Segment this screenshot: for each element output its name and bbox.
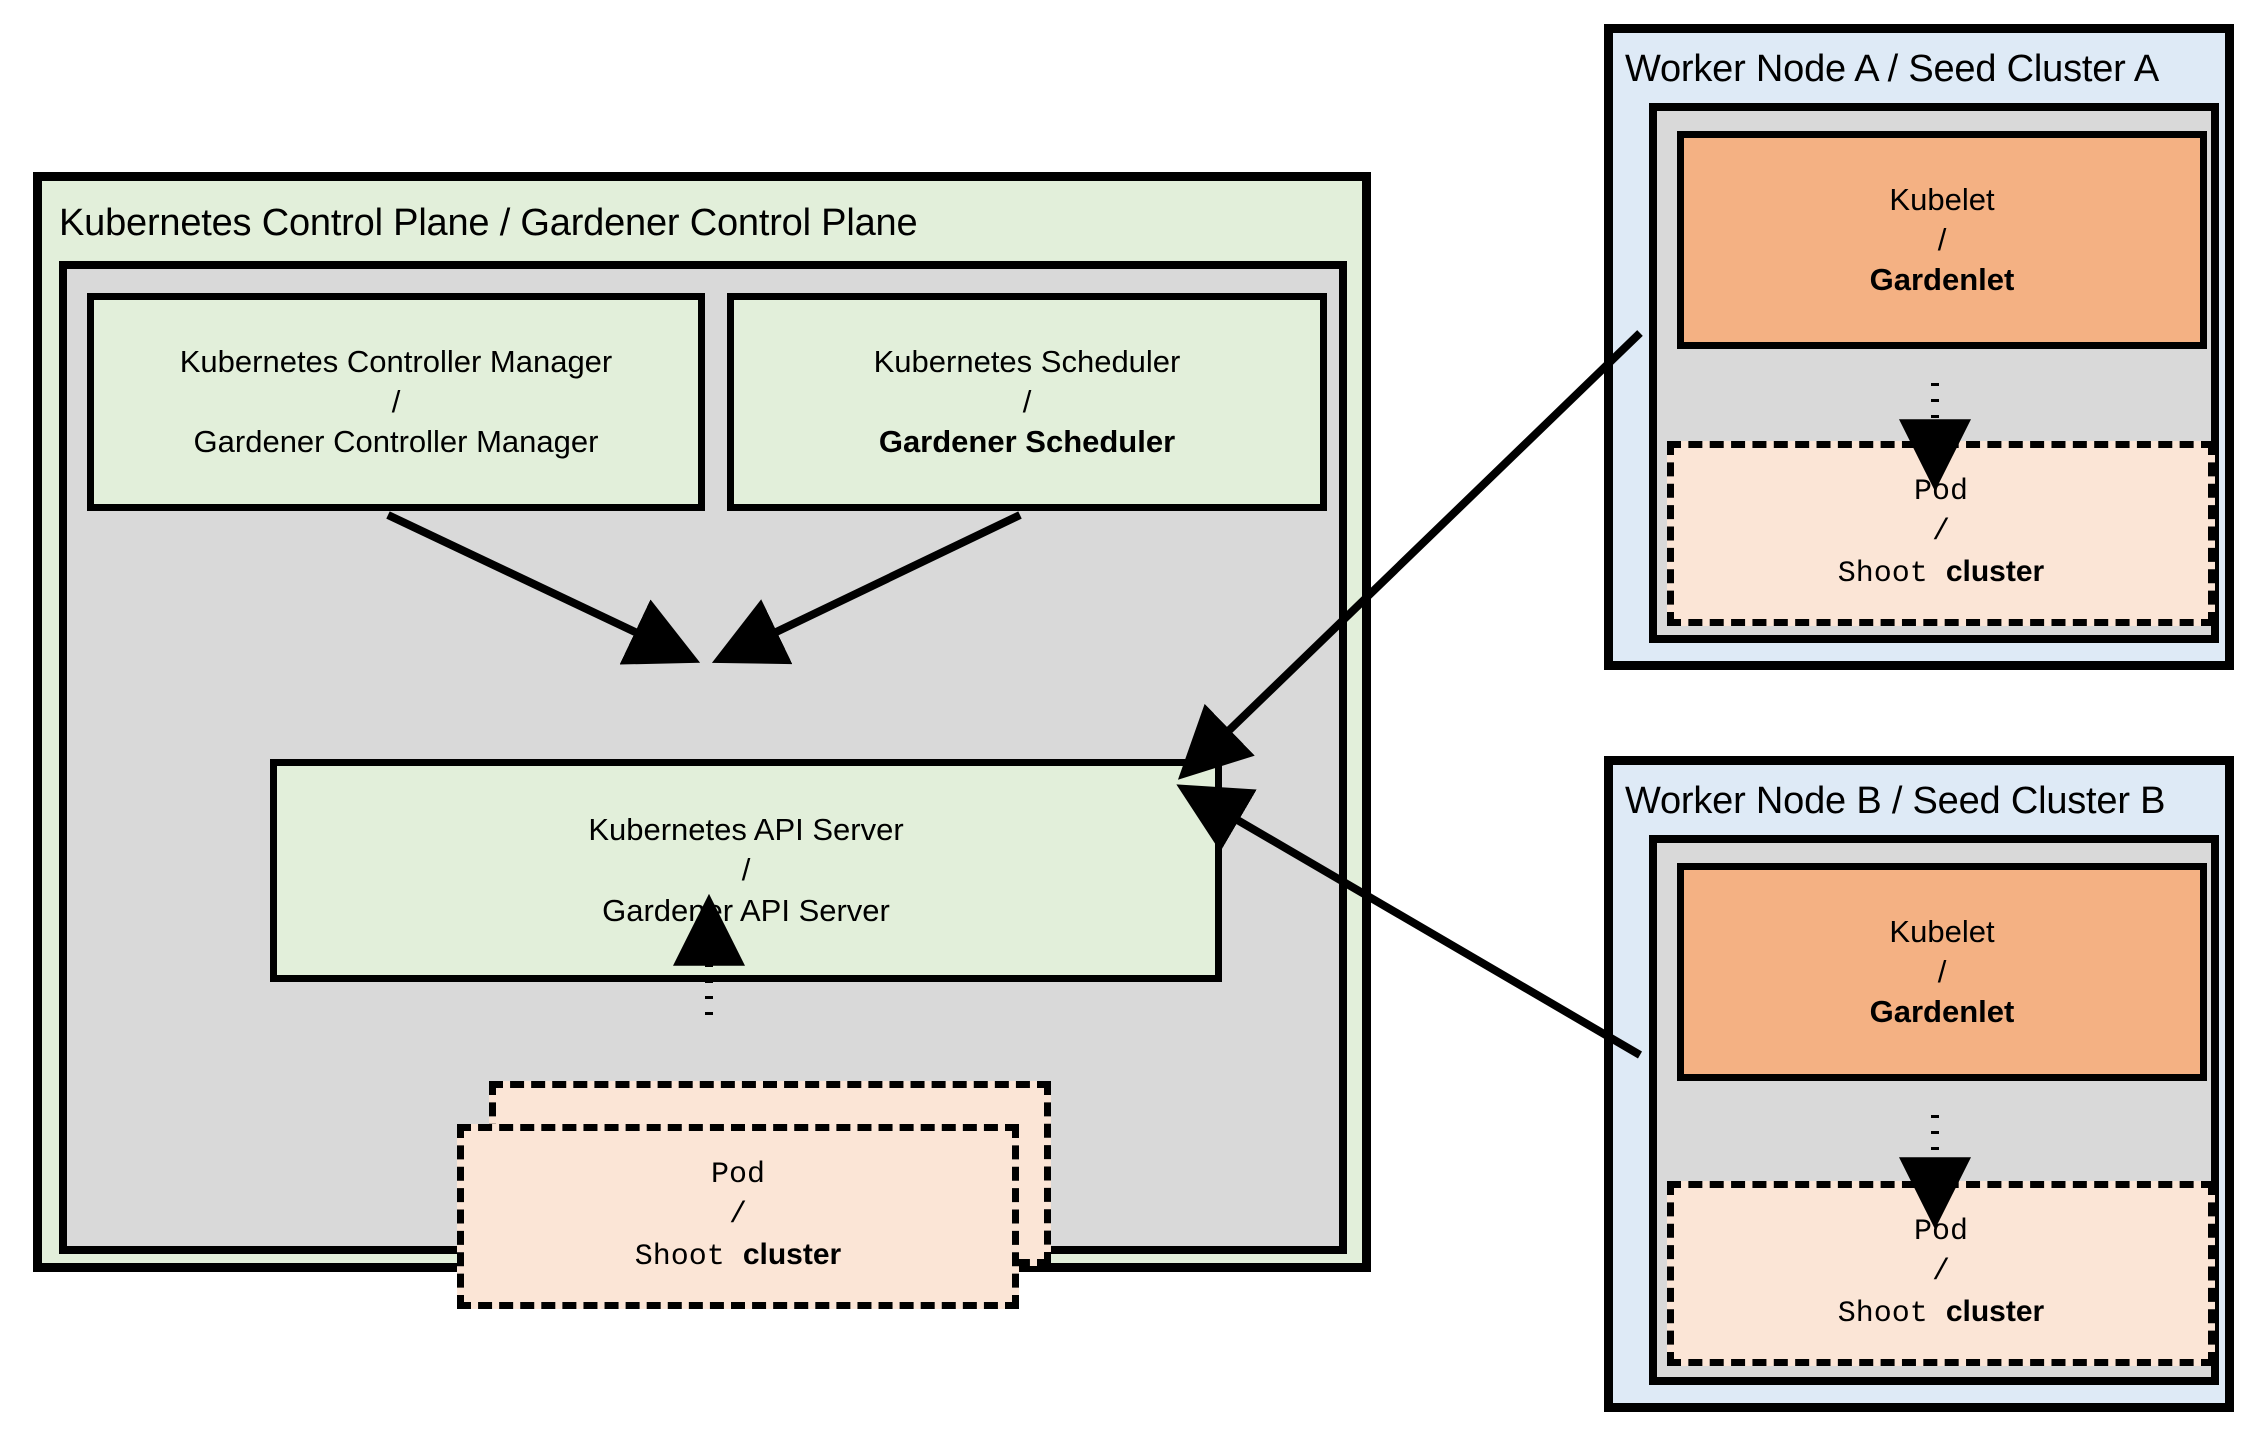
worker-node-a-title: Worker Node A / Seed Cluster A bbox=[1625, 48, 2160, 90]
control-plane-pod-box[interactable]: Pod / Shoot cluster bbox=[457, 1124, 1019, 1309]
worker-a-pod-line2-prefix: Shoot bbox=[1837, 557, 1946, 592]
worker-node-a-kubelet-box[interactable]: Kubelet / Gardenlet bbox=[1677, 131, 2207, 349]
kubernetes-api-server-box[interactable]: Kubernetes API Server / Gardener API Ser… bbox=[270, 759, 1222, 982]
controller-manager-line1: Kubernetes Controller Manager bbox=[179, 343, 613, 379]
control-plane-panel: Kubernetes Control Plane / Gardener Cont… bbox=[33, 172, 1371, 1309]
worker-b-pod-line1: Pod bbox=[1913, 1214, 1968, 1249]
worker-node-b-title: Worker Node B / Seed Cluster B bbox=[1625, 780, 2166, 822]
worker-node-a-inner-region: Kubelet / Gardenlet Pod / Shoot cluster bbox=[1649, 103, 2219, 643]
controller-manager-line2: Gardener Controller Manager bbox=[193, 424, 599, 460]
control-plane-title: Kubernetes Control Plane / Gardener Cont… bbox=[59, 202, 918, 244]
worker-b-pod-line2-prefix: Shoot bbox=[1837, 1297, 1946, 1332]
control-plane-inner-region: Kubernetes Controller Manager / Gardener… bbox=[59, 261, 1347, 1309]
worker-a-pod-line2-bold: cluster bbox=[1945, 555, 2045, 589]
worker-node-a-panel: Worker Node A / Seed Cluster A Kubelet /… bbox=[1604, 24, 2234, 670]
worker-a-pod-line1: Pod bbox=[1913, 474, 1968, 509]
control-plane-pod-line1: Pod bbox=[710, 1157, 765, 1192]
worker-node-b-inner-region: Kubelet / Gardenlet Pod / Shoot cluster bbox=[1649, 835, 2219, 1385]
worker-node-b-panel: Worker Node B / Seed Cluster B Kubelet /… bbox=[1604, 756, 2234, 1412]
api-server-separator: / bbox=[741, 852, 751, 888]
worker-b-pod-line2-bold: cluster bbox=[1945, 1295, 2045, 1329]
api-server-line2: Gardener API Server bbox=[602, 892, 890, 928]
scheduler-line1: Kubernetes Scheduler bbox=[873, 343, 1181, 379]
control-plane-pod-line2-bold: cluster bbox=[742, 1238, 842, 1272]
worker-a-kubelet-separator: / bbox=[1937, 221, 1947, 257]
kubernetes-controller-manager-box[interactable]: Kubernetes Controller Manager / Gardener… bbox=[87, 293, 705, 511]
control-plane-pod-line2-prefix: Shoot bbox=[634, 1240, 743, 1275]
control-plane-pod-separator: / bbox=[728, 1197, 747, 1232]
controller-manager-separator: / bbox=[391, 383, 401, 419]
worker-b-kubelet-line1: Kubelet bbox=[1889, 913, 1995, 949]
scheduler-line2: Gardener Scheduler bbox=[878, 424, 1176, 460]
worker-a-pod-separator: / bbox=[1931, 514, 1950, 549]
worker-b-kubelet-separator: / bbox=[1937, 953, 1947, 989]
worker-a-pod-line2: Shoot cluster bbox=[1838, 552, 2044, 594]
worker-b-pod-separator: / bbox=[1931, 1254, 1950, 1289]
worker-node-b-kubelet-box[interactable]: Kubelet / Gardenlet bbox=[1677, 863, 2207, 1081]
api-server-line1: Kubernetes API Server bbox=[588, 812, 904, 848]
worker-node-a-pod-box[interactable]: Pod / Shoot cluster bbox=[1667, 441, 2215, 626]
worker-b-kubelet-line2: Gardenlet bbox=[1869, 994, 2015, 1030]
worker-b-pod-line2: Shoot cluster bbox=[1838, 1292, 2044, 1334]
control-plane-pod-line2: Shoot cluster bbox=[635, 1235, 841, 1277]
worker-a-kubelet-line1: Kubelet bbox=[1889, 181, 1995, 217]
worker-a-kubelet-line2: Gardenlet bbox=[1869, 262, 2015, 298]
scheduler-separator: / bbox=[1022, 383, 1032, 419]
worker-node-b-pod-box[interactable]: Pod / Shoot cluster bbox=[1667, 1181, 2215, 1366]
kubernetes-scheduler-box[interactable]: Kubernetes Scheduler / Gardener Schedule… bbox=[727, 293, 1327, 511]
